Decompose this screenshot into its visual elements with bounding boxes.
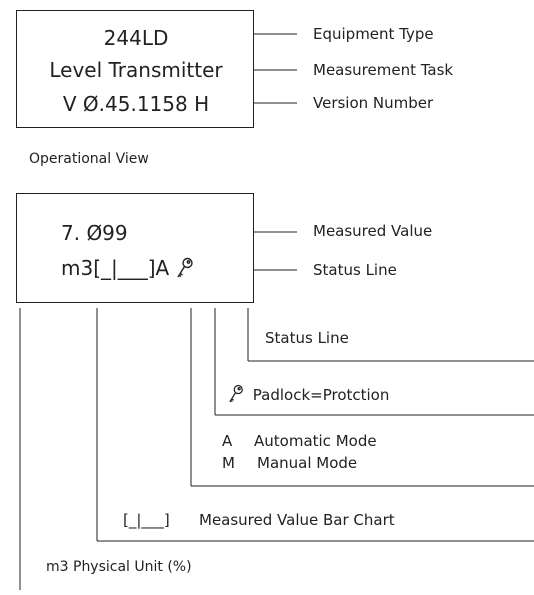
legend-bar-symbol: [_|___] [123, 511, 170, 529]
key-icon [176, 257, 193, 278]
legend-padlock-text: Padlock=Protction [252, 386, 390, 404]
callout-version-number: Version Number [313, 94, 434, 112]
measurement-task-text: Level Transmitter [49, 58, 223, 82]
legend-unit-text: m3 Physical Unit (%) [46, 559, 192, 575]
measured-value-text: 7. Ø99 [61, 221, 128, 245]
legend-status-line: Status Line [265, 329, 349, 347]
padlock-key-icon [229, 384, 243, 403]
callout-status-line: Status Line [313, 261, 397, 279]
legend-auto-letter: A [222, 432, 233, 450]
callout-equipment-type: Equipment Type [313, 25, 434, 43]
version-number-text: V Ø.45.1158 H [62, 92, 210, 116]
section-title: Operational View [29, 151, 149, 167]
callout-measured-value: Measured Value [313, 222, 433, 240]
callout-measurement-task: Measurement Task [313, 61, 454, 79]
operational-display: 7. Ø99 m3[_|___]A [16, 193, 254, 303]
legend-manual-letter: M [222, 454, 235, 472]
status-line-row: m3[_|___]A [61, 257, 194, 279]
equipment-type-text: 244LD [103, 26, 169, 50]
device-info-display: 244LD Level Transmitter V Ø.45.1158 H [16, 10, 254, 128]
status-line-text: m3[_|___]A [61, 256, 170, 280]
legend-bar-text: Measured Value Bar Chart [199, 511, 395, 529]
legend-manual-text: Manual Mode [257, 454, 358, 472]
legend-auto-text: Automatic Mode [254, 432, 377, 450]
legend-padlock-row: Padlock=Protction [228, 384, 389, 404]
